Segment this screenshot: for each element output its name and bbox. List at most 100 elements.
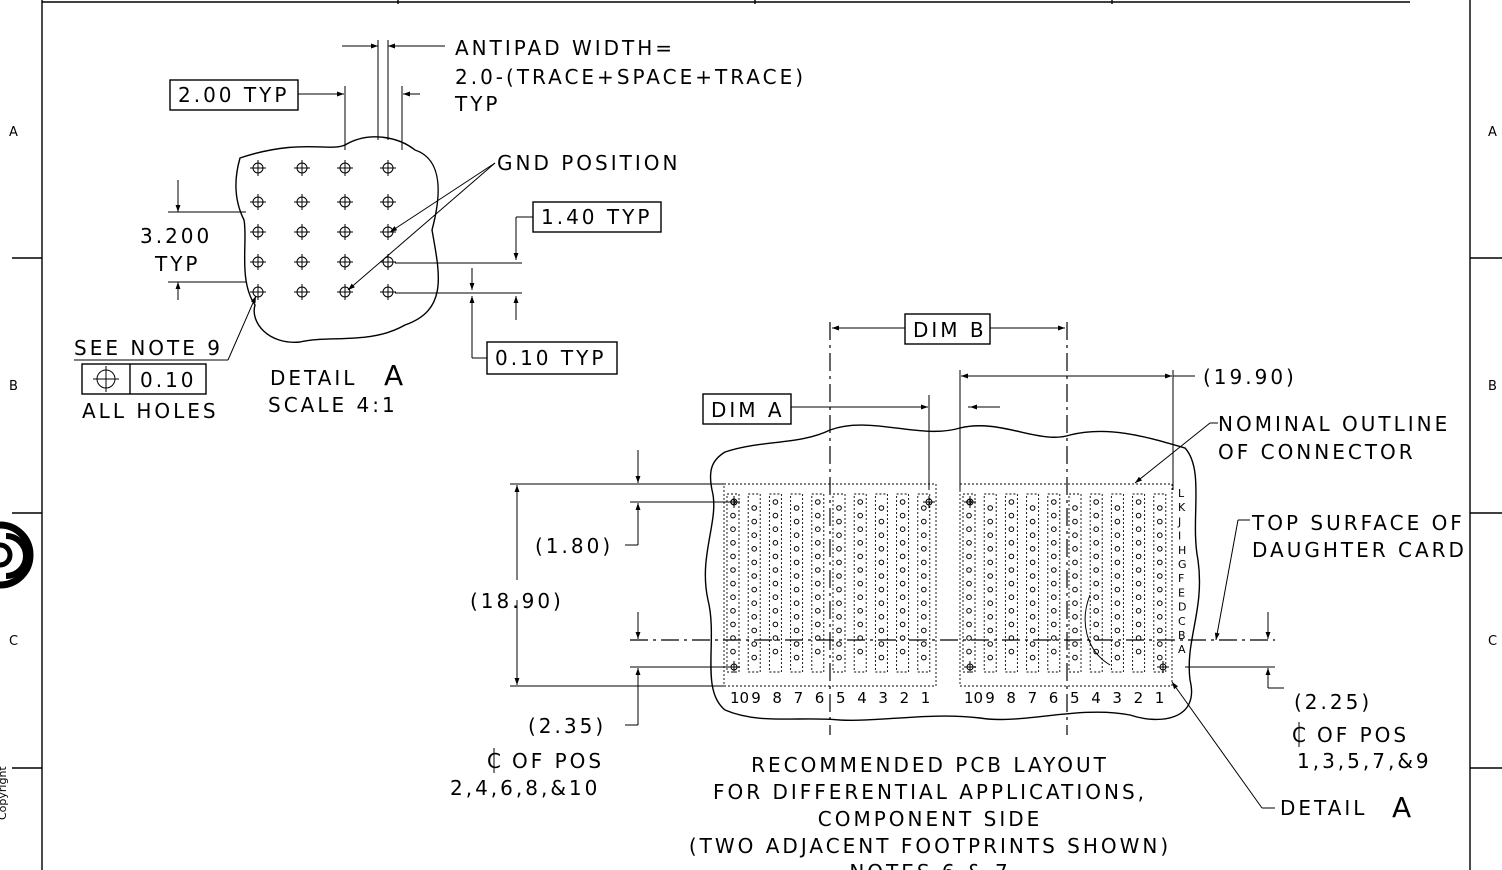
pcb-via xyxy=(1051,499,1057,505)
pcb-via xyxy=(751,627,758,634)
pcb-via xyxy=(921,654,927,661)
pcb-via xyxy=(1008,526,1015,533)
dim-180-label: (1.80) xyxy=(535,534,613,558)
pcb-via xyxy=(1008,512,1015,519)
pcb-via xyxy=(1114,518,1121,525)
detail-callout-leader xyxy=(1171,681,1263,809)
pcb-via xyxy=(793,600,800,607)
pcb-via xyxy=(1114,627,1121,634)
pin-column-outline xyxy=(747,493,761,673)
cl-left-line1: OF POS xyxy=(512,749,604,773)
dim-010-box xyxy=(486,341,618,375)
pcb-via xyxy=(793,586,800,593)
pcb-via xyxy=(1072,546,1078,552)
pin-column-outline xyxy=(1110,493,1124,673)
row-letter-label: B xyxy=(1178,629,1186,642)
row-letter-label: C xyxy=(1178,615,1186,628)
pcb-via xyxy=(836,614,842,620)
pcb-via xyxy=(815,526,821,533)
pcb-via xyxy=(1114,654,1121,661)
caption-line3: COMPONENT SIDE xyxy=(818,807,1043,831)
zone-label-a-left: A xyxy=(9,125,19,140)
pcb-via xyxy=(1135,512,1142,519)
pcb-via xyxy=(772,648,779,655)
pcb-via xyxy=(1072,573,1078,579)
pcb-via xyxy=(730,594,736,601)
pcb-via xyxy=(987,532,994,539)
pcb-via xyxy=(1114,641,1121,647)
dim-010-label: 0.10 TYP xyxy=(495,346,606,370)
footprint-grid xyxy=(723,483,1173,687)
pcb-via xyxy=(987,559,994,566)
pcb-via xyxy=(1072,505,1078,511)
pcb-via xyxy=(1072,614,1078,620)
pcb-via xyxy=(1051,621,1057,628)
pcb-via xyxy=(751,505,758,511)
pin-column-outline xyxy=(1089,493,1103,673)
pcb-via xyxy=(815,499,821,505)
pcb-via xyxy=(730,580,736,587)
pin-column-outline xyxy=(1132,493,1146,673)
pcb-via xyxy=(878,532,885,539)
dim-b-box xyxy=(904,313,991,345)
see-note-leader xyxy=(227,295,257,361)
pcb-via xyxy=(772,553,779,560)
pcb-via xyxy=(1114,600,1121,607)
pcb-via xyxy=(836,546,842,552)
pin-column-outline xyxy=(726,493,740,673)
pcb-via xyxy=(857,621,864,628)
column-number-label: 5 xyxy=(1070,689,1080,707)
cl-right-line1: OF POS xyxy=(1317,723,1409,747)
pcb-via xyxy=(878,505,885,511)
row-letter-label: I xyxy=(1178,530,1181,543)
pcb-via xyxy=(1114,614,1121,620)
pcb-via xyxy=(1008,540,1015,546)
column-number-label: 4 xyxy=(857,689,867,707)
column-number-label: 2 xyxy=(900,689,910,707)
pcb-via xyxy=(1029,614,1036,620)
column-number-label: 8 xyxy=(772,689,782,707)
pcb-via xyxy=(1029,505,1036,511)
pcb-via xyxy=(793,559,800,566)
pcb-via xyxy=(1157,600,1163,607)
pcb-via xyxy=(772,526,779,533)
row-letter-label: H xyxy=(1178,544,1186,557)
detail-a-hole-grid xyxy=(250,160,396,300)
pcb-via xyxy=(899,594,906,601)
pcb-via xyxy=(1029,627,1036,634)
zone-label-b-left: B xyxy=(9,379,19,394)
pcb-via xyxy=(730,512,736,519)
column-number-label: 4 xyxy=(1091,689,1101,707)
pcb-via xyxy=(1029,654,1036,661)
pcb-via xyxy=(878,573,885,579)
pin-column-outline xyxy=(1004,493,1018,673)
pcb-via xyxy=(1008,553,1015,560)
centerline-symbol-icon: C xyxy=(487,748,501,773)
zone-label-b-right: B xyxy=(1488,379,1498,394)
pcb-via xyxy=(1135,526,1142,533)
nominal-outline-line1: NOMINAL OUTLINE xyxy=(1218,412,1450,436)
pcb-via xyxy=(730,540,736,546)
pcb-via xyxy=(1072,559,1078,566)
pcb-via xyxy=(921,586,927,593)
pcb-via xyxy=(899,608,906,614)
pcb-via xyxy=(836,573,842,579)
row-letter-label: D xyxy=(1178,601,1186,614)
pcb-via xyxy=(1135,540,1142,546)
pcb-via xyxy=(899,512,906,519)
pcb-via xyxy=(1072,600,1078,607)
top-surface-leader xyxy=(1214,519,1239,641)
pcb-via xyxy=(1093,608,1099,614)
pcb-via xyxy=(1135,621,1142,628)
pcb-via xyxy=(1072,627,1078,634)
column-number-label: 2 xyxy=(1134,689,1144,707)
detail-a-breakout-outline xyxy=(235,136,440,343)
pcb-breakout-outline xyxy=(704,424,1201,721)
pcb-via xyxy=(966,621,972,628)
pcb-via xyxy=(987,641,994,647)
column-number-label: 10 xyxy=(730,689,749,707)
pcb-via xyxy=(772,499,779,505)
pcb-via xyxy=(1029,559,1036,566)
pcb-via xyxy=(836,627,842,634)
